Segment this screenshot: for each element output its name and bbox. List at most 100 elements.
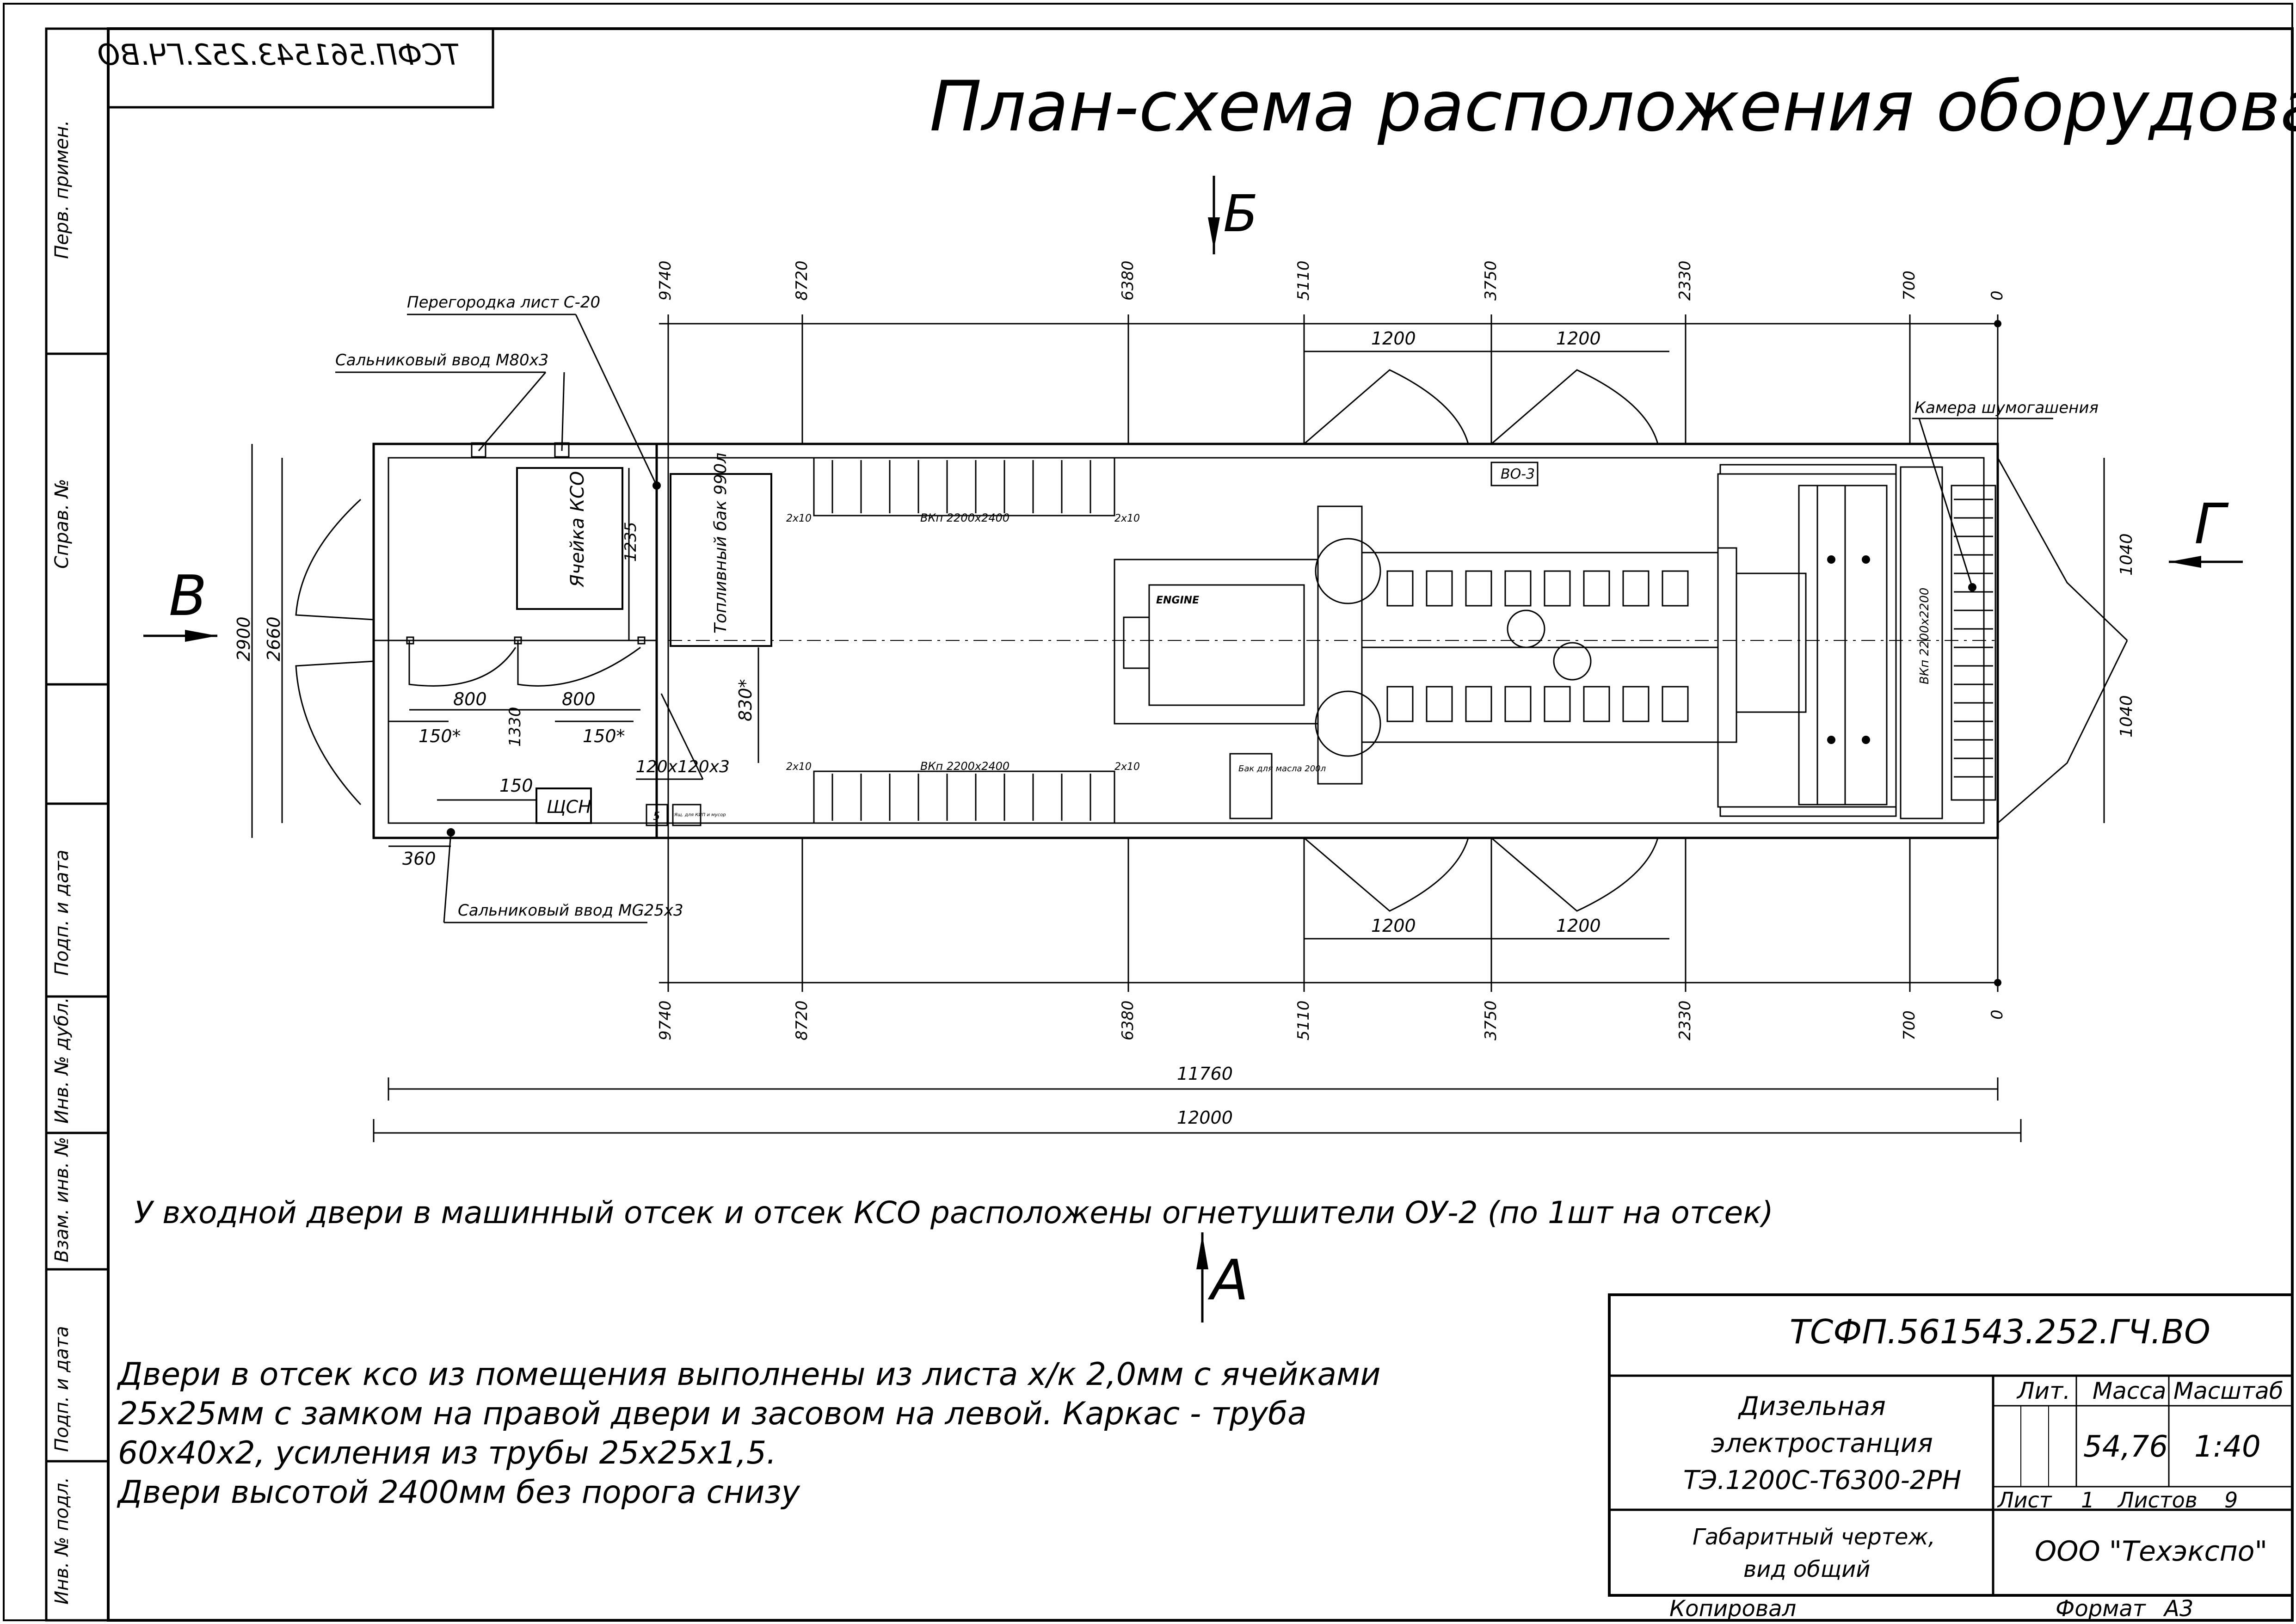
tb-format: Формат: [2056, 1596, 2147, 1622]
note-doors-line-2: 25х25мм с замком на правой двери и засов…: [118, 1396, 1307, 1432]
dim-1040-bottom: 1040: [2117, 695, 2136, 738]
grille-bottom-left: 2х10: [786, 761, 812, 773]
kso-cell-label: Ячейка КСО: [567, 471, 588, 588]
ruler-top-9740: 9740: [656, 260, 675, 301]
dim-12000: 12000: [1177, 1107, 1233, 1128]
dim-1330: 1330: [506, 707, 524, 747]
view-label-v: В: [169, 564, 207, 628]
dim-800-left: 800: [453, 689, 487, 709]
note-doors-line-3: 60х40х2, усиления из трубы 25х25х1,5.: [118, 1435, 776, 1471]
view-label-a: А: [1207, 1249, 1249, 1313]
stamp-perv-primen: Перв. примен.: [51, 120, 73, 259]
dim-11760: 11760: [1177, 1064, 1233, 1084]
ruler-bottom-2330: 2330: [1676, 1000, 1694, 1040]
stamp-vzam-inv: Взам. инв. №: [51, 1137, 73, 1262]
tb-doc-name-1: Габаритный чертеж,: [1693, 1524, 1935, 1550]
container-outline: [372, 443, 1999, 839]
ruler-top-5110: 5110: [1294, 260, 1313, 301]
left-dims: 2900 2660 1235 800 800 150* 150* 1330 15…: [234, 444, 759, 869]
note-doors-line-1: Двери в отсек ксо из помещения выполнены…: [117, 1356, 1381, 1393]
dim-800-right: 800: [562, 689, 596, 709]
view-arrow-a: А: [1196, 1232, 1249, 1323]
vent-grille-bottom: ВКп 2200х2400 2х10 2х10: [786, 760, 1140, 824]
silencer-chamber: [1951, 485, 1996, 801]
tb-product-1: Дизельная: [1737, 1391, 1886, 1421]
stamp-inv-dubl: Инв. № дубл.: [51, 997, 73, 1124]
tb-product-2: электростанция: [1711, 1428, 1933, 1458]
stamp-sprav-no: Справ. №: [51, 479, 73, 569]
partition-label: Перегородка лист С-20: [407, 293, 600, 312]
tb-mass-value: 54,76: [2083, 1430, 2168, 1464]
dim-1040-top: 1040: [2117, 533, 2136, 576]
tb-mass: Масса: [2093, 1378, 2166, 1404]
callout-gland-bottom: Сальниковый ввод МG25х3: [443, 828, 683, 923]
tb-copied: Копировал: [1669, 1596, 1796, 1622]
tb-doc-code: ТСФП.561543.252.ГЧ.ВО: [1790, 1312, 2210, 1351]
fuel-tank: Топливный бак 990л: [670, 453, 772, 647]
shchsn-label: ЩСН: [547, 797, 591, 817]
mirrored-code: ТСФП.561543.252.ГЧ.ВО: [98, 38, 460, 72]
bottom-ruler: 9740 8720 6380 5110 3750 2330 700 0: [656, 837, 2007, 1040]
grille-top-right: 2х10: [1114, 513, 1140, 524]
ruler-top-0: 0: [1988, 290, 2007, 301]
length-dims: 11760 12000: [373, 1064, 2022, 1142]
ruler-top-700: 700: [1900, 271, 1919, 301]
kso-internal-doors: [406, 636, 646, 687]
vo3-box: ВО-3: [1490, 461, 1539, 486]
tb-format-value: А3: [2163, 1596, 2193, 1622]
ruler-bottom-8720: 8720: [793, 1000, 811, 1040]
grille-top-left: 2х10: [786, 513, 812, 524]
grille-bottom-right: 2х10: [1114, 761, 1140, 773]
ruler-top-3750: 3750: [1482, 260, 1500, 301]
door-dims: 1200 1200 1200 1200: [1304, 328, 1669, 940]
callout-gland-top: Сальниковый ввод М80х3: [335, 351, 570, 458]
ruler-bottom-6380: 6380: [1119, 1000, 1137, 1040]
view-arrow-v: В: [143, 564, 217, 642]
drawing-title: План-схема расположения оборудования: [929, 67, 2296, 147]
tb-sheet-no: 1: [2081, 1488, 2094, 1513]
oil-tank: Бак для масла 200л: [1229, 753, 1326, 819]
tb-scale-value: 1:40: [2194, 1430, 2261, 1464]
ruler-top-8720: 8720: [793, 260, 811, 301]
machine-room-doors: [295, 351, 2128, 912]
ruler-top-2330: 2330: [1676, 260, 1694, 301]
ruler-bottom-9740: 9740: [656, 1000, 675, 1040]
vkp-right-label: ВКп 2200х2200: [1918, 588, 1932, 684]
stamp-podp-data-1: Подп. и дата: [51, 850, 73, 976]
door-width-bottom-1: 1200: [1371, 916, 1416, 936]
view-label-b: Б: [1223, 184, 1258, 243]
stamp-inv-podl: Инв. № подл.: [51, 1477, 73, 1605]
vkp-bottom-label: ВКп 2200х2400: [920, 760, 1010, 773]
dim-360: 360: [402, 849, 436, 869]
view-arrow-b: Б: [1208, 176, 1258, 254]
ruler-top-6380: 6380: [1119, 260, 1137, 301]
side-stamp: Перв. примен. Справ. № Подп. и дата Инв.…: [45, 27, 110, 1622]
tb-doc-name-2: вид общий: [1743, 1556, 1871, 1582]
dim-150-right: 150*: [583, 726, 625, 746]
note-doors: Двери в отсек ксо из помещения выполнены…: [117, 1356, 1381, 1511]
dim-150: 150: [499, 775, 533, 796]
door-width-top-1: 1200: [1371, 328, 1416, 349]
view-arrow-g: Г: [2169, 492, 2243, 568]
genset-frame: [1114, 559, 1319, 725]
dim-1235: 1235: [622, 522, 640, 562]
right-vent: ВКп 2200х2200 Камера шумогашения: [1900, 399, 2099, 819]
gland-top-label: Сальниковый ввод М80х3: [335, 351, 548, 369]
tb-product-3: ТЭ.1200С-Т6300-2РН: [1683, 1465, 1961, 1495]
silencer-label: Камера шумогашения: [1914, 399, 2099, 417]
genset: ENGINE: [1114, 464, 1897, 817]
note-extinguisher: У входной двери в машинный отсек и отсек…: [134, 1195, 1773, 1230]
vkp-top-label: ВКп 2200х2400: [920, 511, 1010, 524]
dim-2900: 2900: [234, 616, 254, 661]
dim-2660: 2660: [264, 616, 284, 661]
vent-grille-top: ВКп 2200х2400 2х10 2х10: [786, 457, 1140, 821]
small-box-label: Ящ. для КИП и мусор: [674, 812, 726, 818]
small-box-num: 5: [653, 810, 660, 823]
shchsn-panel: ЩСН: [536, 787, 592, 824]
callout-partition: Перегородка лист С-20: [407, 293, 661, 490]
fuel-tank-label: Топливный бак 990л: [711, 453, 730, 634]
tb-sheet: Лист: [1997, 1488, 2052, 1513]
tb-scale: Масштаб: [2173, 1378, 2284, 1404]
title-block: ТСФП.561543.252.ГЧ.ВО Дизельная электрос…: [1608, 1293, 2294, 1597]
